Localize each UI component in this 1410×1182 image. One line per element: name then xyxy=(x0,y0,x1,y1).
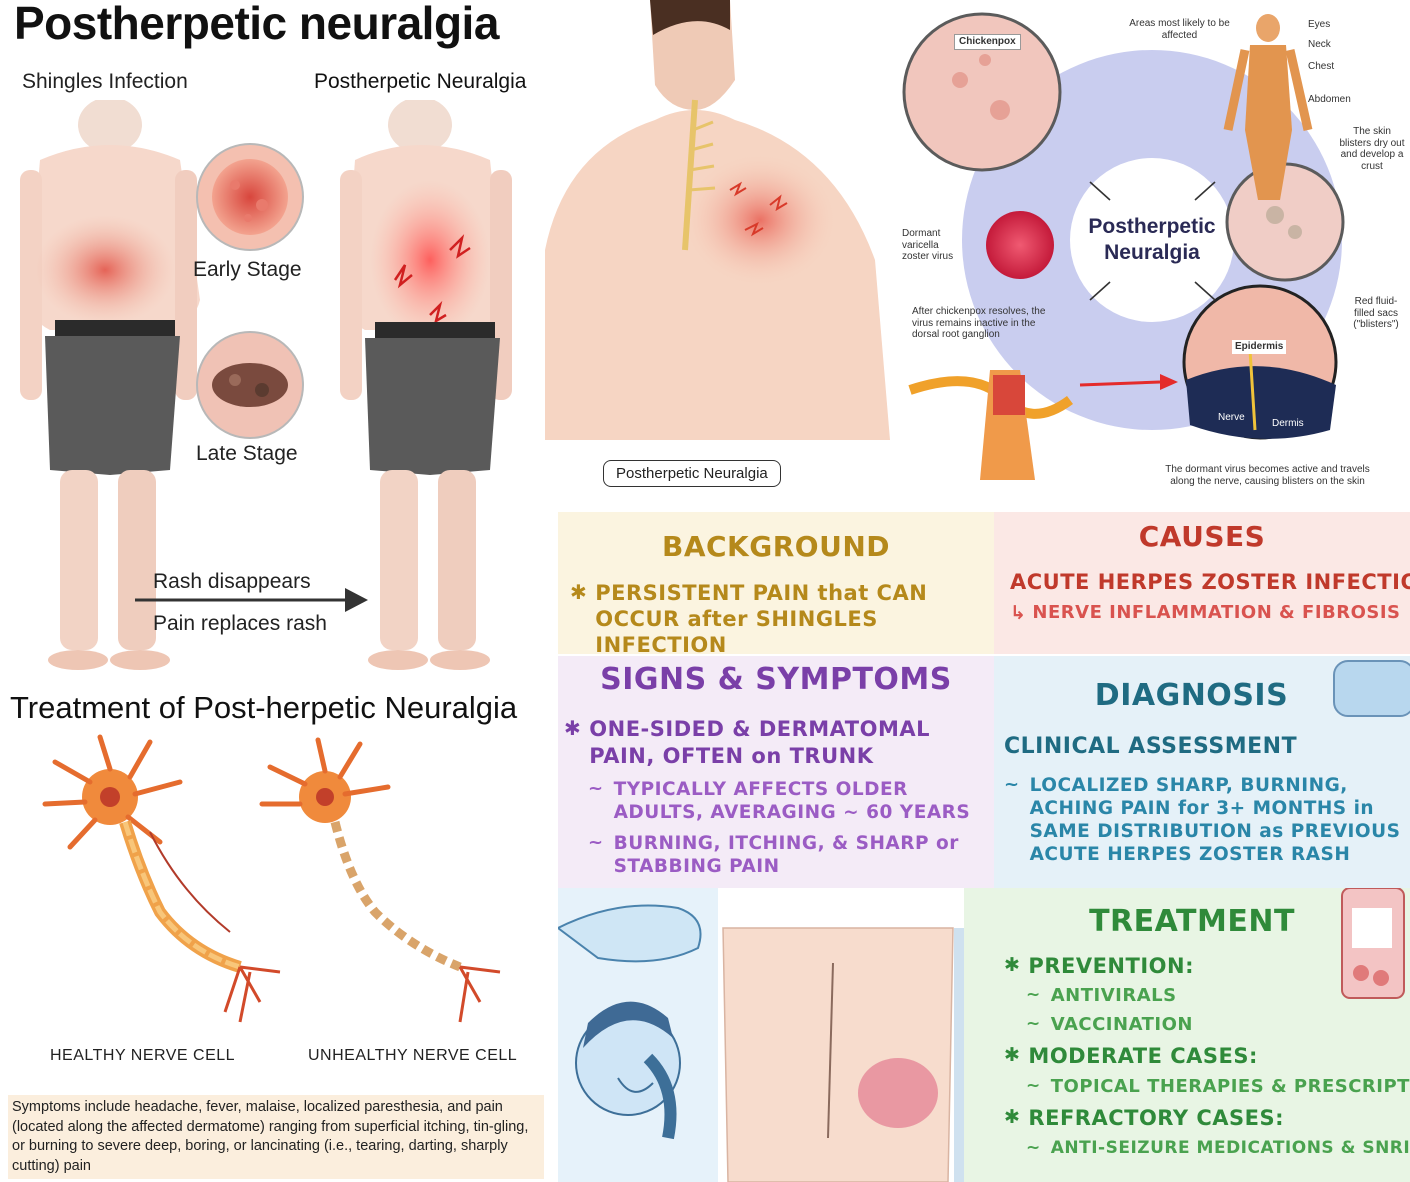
phn-cycle-panel: Postherpetic Neuralgia Chickenpox Areas … xyxy=(890,0,1410,510)
patient-illustration-panel xyxy=(558,888,964,1182)
healthy-neuron xyxy=(42,734,281,1023)
main-title: Postherpetic neuralgia xyxy=(14,0,499,49)
signs-title: SIGNS & SYMPTOMS xyxy=(600,662,952,697)
treatment-title: TREATMENT xyxy=(1089,904,1295,939)
vaccination-icon: ~ xyxy=(1026,1014,1041,1034)
chickenpox-label: Chickenpox xyxy=(954,34,1021,50)
signs-card: SIGNS & SYMPTOMS ✱ ONE-SIDED & DERMATOMA… xyxy=(558,656,994,888)
topical-icon: ~ xyxy=(1026,1076,1041,1096)
back-nerve-panel: Postherpetic Neuralgia xyxy=(545,0,890,510)
causes-line2: NERVE INFLAMMATION & FIBROSIS xyxy=(1032,602,1401,623)
pill-bottle-icon xyxy=(1341,888,1405,999)
diagnosis-text: LOCALIZED SHARP, BURNING, ACHING PAIN fo… xyxy=(1029,775,1401,865)
antivirals-icon: ~ xyxy=(1026,985,1041,1005)
treatment-heading: Treatment of Post-herpetic Neuralgia xyxy=(10,690,518,725)
unhealthy-neuron xyxy=(259,737,501,1023)
background-title: BACKGROUND xyxy=(661,530,890,563)
unhealthy-nerve-label: UNHEALTHY NERVE CELL xyxy=(308,1047,518,1064)
late-stage-inset xyxy=(196,331,304,439)
neck-label: Neck xyxy=(1308,39,1331,50)
early-stage-label: Early Stage xyxy=(193,258,302,281)
shingles-comparison-panel: Postherpetic neuralgia Shingles Infectio… xyxy=(0,0,545,690)
prevention-label: PREVENTION: xyxy=(1028,954,1194,978)
moderate-bullet-icon: ✱ xyxy=(1004,1044,1021,1066)
rash-disappears-label: Rash disappears xyxy=(153,570,311,593)
cycle-center-line2: Neuralgia xyxy=(1104,241,1200,264)
cycle-center-title: Postherpetic Neuralgia xyxy=(1072,214,1232,266)
abdomen-label: Abdomen xyxy=(1308,94,1351,105)
diagnosis-card: DIAGNOSIS CLINICAL ASSESSMENT ~ LOCALIZE… xyxy=(994,656,1410,888)
background-text: PERSISTENT PAIN that CAN OCCUR after SHI… xyxy=(595,581,928,654)
figure-shingles xyxy=(20,100,200,670)
stethoscope-icon xyxy=(1333,660,1410,717)
dormant-label: Dormant varicella zoster virus xyxy=(902,228,954,262)
antivirals-label: ANTIVIRALS xyxy=(1050,985,1177,1006)
dermis-label: Dermis xyxy=(1272,418,1304,429)
moderate-label: MODERATE CASES: xyxy=(1028,1044,1258,1068)
blisters-dry-label: The skin blisters dry out and develop a … xyxy=(1339,126,1405,172)
background-bullet-icon: ✱ xyxy=(570,580,588,604)
epidermis-label: Epidermis xyxy=(1232,340,1287,354)
symptoms-text: Symptoms include headache, fever, malais… xyxy=(12,1099,529,1174)
symptoms-box: Symptoms include headache, fever, malais… xyxy=(8,1095,544,1179)
refractory-bullet-icon: ✱ xyxy=(1004,1106,1021,1128)
treatment-card: TREATMENT ✱ PREVENTION: ~ ANTIVIRALS ~ V… xyxy=(964,888,1410,1182)
causes-arrow-icon: ↳ xyxy=(1010,602,1027,624)
refractory-label: REFRACTORY CASES: xyxy=(1028,1106,1284,1130)
chest-label: Chest xyxy=(1308,61,1335,72)
cycle-center-line1: Postherpetic xyxy=(1088,215,1216,238)
figure-phn xyxy=(340,100,512,670)
diagnosis-title: DIAGNOSIS xyxy=(1094,678,1289,713)
after-chickenpox-label: After chickenpox resolves, the virus rem… xyxy=(912,306,1046,340)
red-fluid-label: Red fluid-filled sacs ("blisters") xyxy=(1353,296,1399,330)
phn-column-label: Postherpetic Neuralgia xyxy=(314,70,527,93)
signs-sub1: TYPICALLY AFFECTS OLDER ADULTS, AVERAGIN… xyxy=(613,779,971,823)
signs-bullet-icon: ✱ xyxy=(564,716,582,740)
background-card: BACKGROUND ✱ PERSISTENT PAIN that CAN OC… xyxy=(558,512,994,654)
eyes-label: Eyes xyxy=(1308,19,1331,30)
prevention-bullet-icon: ✱ xyxy=(1004,954,1021,976)
nerve-label: Nerve xyxy=(1218,412,1245,423)
antiseizure-label: ANTI-SEIZURE MEDICATIONS & SNRIs xyxy=(1050,1138,1410,1158)
dormant-active-label: The dormant virus becomes active and tra… xyxy=(1165,464,1370,487)
causes-card: CAUSES ACUTE HERPES ZOSTER INFECTION ↳ N… xyxy=(994,512,1410,654)
signs-main: ONE-SIDED & DERMATOMAL PAIN, OFTEN on TR… xyxy=(589,717,931,768)
diagnosis-subtitle: CLINICAL ASSESSMENT xyxy=(1004,734,1298,759)
two-figures-illustration xyxy=(20,100,512,670)
pain-replaces-label: Pain replaces rash xyxy=(153,612,327,635)
topical-label: TOPICAL THERAPIES & PRESCRIPTION xyxy=(1050,1076,1410,1097)
healthy-nerve-label: HEALTHY NERVE CELL xyxy=(50,1047,236,1064)
antiseizure-icon: ~ xyxy=(1026,1138,1041,1158)
causes-title: CAUSES xyxy=(1138,520,1266,553)
nerve-cells-illustration xyxy=(42,734,501,1023)
signs-sub1-icon: ~ xyxy=(588,778,604,799)
back-illustration-label: Postherpetic Neuralgia xyxy=(603,460,781,487)
shingles-infection-label: Shingles Infection xyxy=(22,70,188,93)
signs-sub2-icon: ~ xyxy=(588,832,604,853)
early-stage-inset xyxy=(196,143,304,251)
causes-line1: ACUTE HERPES ZOSTER INFECTION xyxy=(1010,570,1410,594)
vaccination-label: VACCINATION xyxy=(1050,1014,1193,1035)
late-stage-label: Late Stage xyxy=(196,442,298,465)
nerve-cell-panel: Treatment of Post-herpetic Neuralgia HEA… xyxy=(0,690,558,1182)
diagnosis-bullet-icon: ~ xyxy=(1004,774,1020,795)
signs-sub2: BURNING, ITCHING, & SHARP or STABBING PA… xyxy=(613,833,959,877)
areas-label: Areas most likely to be affected xyxy=(1129,18,1230,41)
